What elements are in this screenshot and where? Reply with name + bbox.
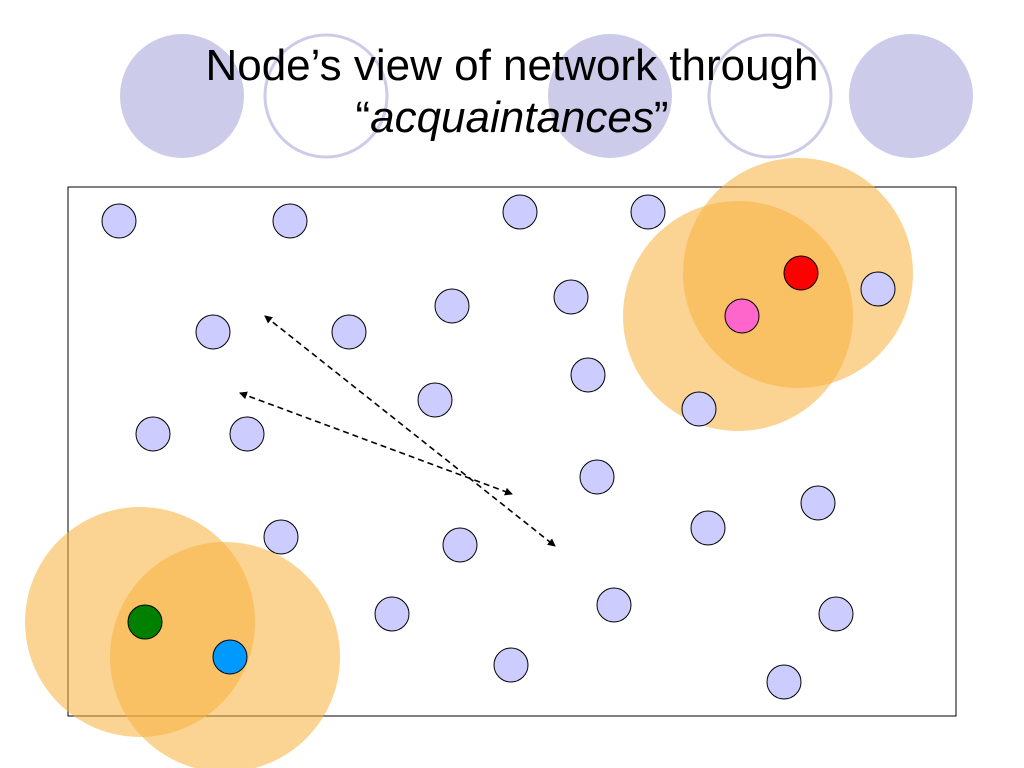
decor-circle-filled: [849, 34, 973, 158]
network-node: [442, 527, 478, 563]
network-node: [331, 314, 367, 350]
network-node: [766, 664, 802, 700]
network-node: [263, 519, 299, 555]
network-node: [690, 510, 726, 546]
network-nodes: [101, 194, 896, 700]
network-node: [135, 416, 171, 452]
decor-circle-outline: [263, 33, 389, 159]
decor-circle-filled: [548, 34, 672, 158]
close-quote: ”: [653, 93, 669, 142]
network-node: [579, 459, 615, 495]
slide-title-line-2: “acquaintances”: [0, 92, 1024, 144]
dashed-link-arrow: [239, 391, 513, 496]
network-node: [434, 288, 470, 324]
network-node: [553, 279, 589, 315]
blue-node: [212, 639, 248, 675]
open-quote: “: [355, 93, 371, 142]
network-node: [570, 357, 606, 393]
network-node: [630, 194, 666, 230]
decor-circle-outline: [707, 33, 833, 159]
green-node: [127, 604, 163, 640]
pink-node: [724, 298, 760, 334]
network-node: [596, 587, 632, 623]
network-node: [229, 416, 265, 452]
network-node: [101, 203, 137, 239]
network-node: [681, 391, 717, 427]
network-node: [818, 596, 854, 632]
highlighted-nodes: [127, 255, 819, 675]
network-node: [272, 203, 308, 239]
slide-title: Node’s view of network through “acquaint…: [0, 40, 1024, 144]
network-node: [502, 194, 538, 230]
network-node: [800, 485, 836, 521]
network-node: [493, 647, 529, 683]
network-node: [374, 596, 410, 632]
red-node: [783, 255, 819, 291]
dashed-link-arrow: [264, 315, 556, 547]
decor-circle-filled: [120, 34, 244, 158]
network-node: [417, 382, 453, 418]
network-node: [195, 314, 231, 350]
network-node: [860, 271, 896, 307]
acquaintance-links: [239, 315, 556, 547]
header-decoration: [120, 33, 973, 159]
network-frame: [67, 186, 957, 717]
title-emphasis: acquaintances: [370, 93, 654, 142]
slide-title-line-1: Node’s view of network through: [205, 41, 819, 90]
